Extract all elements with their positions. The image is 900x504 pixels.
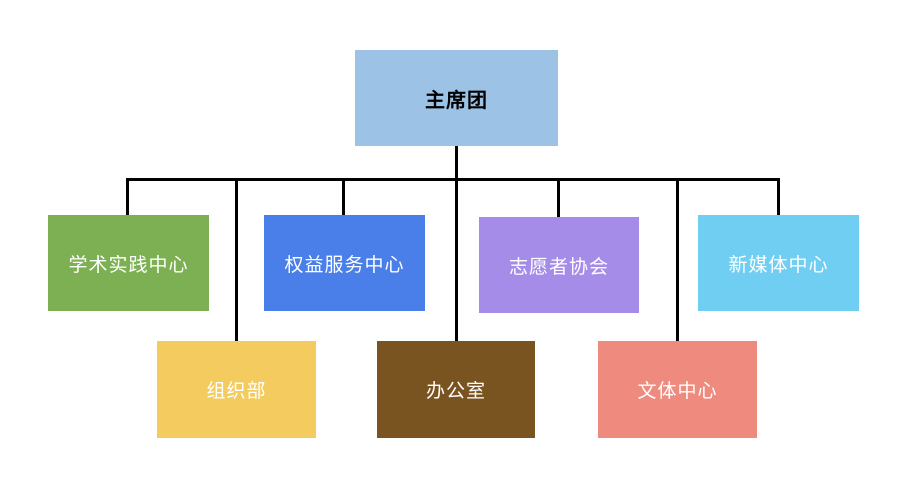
node-rights-service-center: 权益服务中心 <box>264 215 425 311</box>
node-presidium-label: 主席团 <box>425 87 488 112</box>
node-office-label: 办公室 <box>425 380 486 402</box>
node-volunteer-association: 志愿者协会 <box>479 217 639 313</box>
node-new-media-center-label: 新媒体中心 <box>728 253 829 276</box>
node-culture-sports-center: 文体中心 <box>598 341 757 438</box>
node-volunteer-association-label: 志愿者协会 <box>508 255 609 278</box>
node-new-media-center: 新媒体中心 <box>698 215 859 311</box>
connector-to-rights-service-center <box>342 178 345 215</box>
node-organization-department: 组织部 <box>157 341 316 438</box>
node-culture-sports-center-label: 文体中心 <box>637 380 718 402</box>
connector-to-office <box>455 178 458 341</box>
node-organization-department-label: 组织部 <box>206 380 267 402</box>
connector-to-new-media-center <box>777 178 780 215</box>
connector-to-academic-practice-center <box>126 178 129 215</box>
node-rights-service-center-label: 权益服务中心 <box>284 253 405 276</box>
node-academic-practice-center-label: 学术实践中心 <box>68 253 189 276</box>
connector-bus <box>127 178 780 181</box>
connector-to-organization-department <box>235 178 238 341</box>
node-presidium: 主席团 <box>355 50 558 146</box>
node-office: 办公室 <box>377 341 535 438</box>
connector-root-to-bus <box>455 146 458 181</box>
node-academic-practice-center: 学术实践中心 <box>48 215 209 311</box>
connector-to-culture-sports-center <box>676 178 679 341</box>
connector-to-volunteer-association <box>557 178 560 217</box>
